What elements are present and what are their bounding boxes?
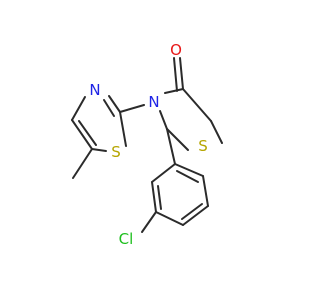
bond-c4prime-c5prime-b — [78, 120, 97, 146]
bond-n3prime-c4prime — [71, 96, 86, 121]
bond-c2prime-n3prime-b — [103, 99, 115, 117]
atom-label-nitrogen-thiazolidine: N — [148, 93, 159, 111]
bond-c2prime-n3prime-a — [108, 95, 121, 113]
thiazolidinone-ring — [159, 57, 223, 151]
bond-s1prime-c2prime — [119, 111, 127, 147]
bond-c4-o-a — [179, 57, 184, 90]
bond-n3-c2 — [159, 110, 168, 130]
molecule-structure-diagram: S N O N S Cl — [0, 0, 300, 300]
thiazole-ring — [71, 95, 145, 179]
bond-ring-4-5-a — [182, 205, 209, 226]
bond-c4-o-b — [173, 57, 178, 92]
bond-ring-6-1-a — [174, 163, 204, 177]
bond-c5prime-methyl — [72, 148, 93, 179]
bond-ring-2-3-b — [157, 185, 162, 210]
bond-ring-cl — [141, 211, 157, 233]
chlorophenyl-ring — [141, 128, 209, 233]
bond-s1-c5 — [210, 120, 223, 144]
bond-n3-c2prime — [119, 104, 145, 113]
bond-c5prime-s1prime — [91, 148, 107, 152]
bond-ring-6-1-b — [176, 170, 199, 183]
atom-label-nitrogen-thiazole: N — [89, 81, 100, 99]
bond-ring-3-4 — [155, 211, 184, 226]
bond-c2-ipso — [166, 128, 176, 165]
bond-ring-5-6 — [202, 175, 209, 207]
atom-label-oxygen: O — [170, 41, 182, 59]
atom-label-sulfur-thiazolidine: S — [198, 137, 208, 155]
bond-ring-1-2 — [151, 163, 176, 183]
atom-label-sulfur-thiazole: S — [111, 143, 121, 161]
bond-c5-c4 — [182, 88, 212, 122]
bond-ring-4-5-b — [181, 203, 203, 220]
bond-c2-s1 — [166, 128, 189, 151]
bond-c4prime-c5prime-a — [71, 119, 93, 150]
bond-ring-2-3-a — [151, 181, 157, 213]
diagram-background — [0, 0, 300, 300]
atom-label-chlorine: Cl — [119, 230, 134, 248]
bond-c4-n3 — [164, 88, 184, 94]
